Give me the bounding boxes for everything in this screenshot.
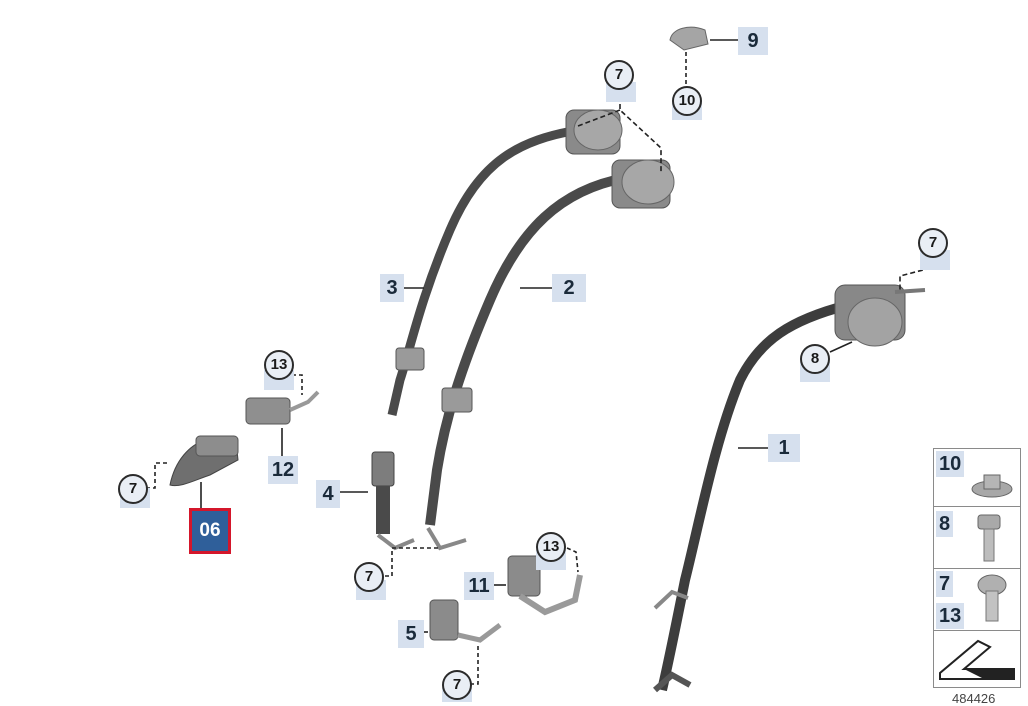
callout-4[interactable]: 4 (316, 480, 340, 508)
legend-label-7: 7 (936, 571, 954, 597)
circled-callout-7-top[interactable]: 7 (604, 60, 634, 90)
legend-label-8: 8 (936, 511, 954, 537)
retractor-1 (834, 284, 926, 347)
legend-row-10[interactable]: 10 (934, 449, 1020, 507)
legend-row-7-13[interactable]: 7 13 (934, 569, 1020, 631)
belt-tongue-2 (441, 387, 473, 413)
orientation-arrow-icon (939, 639, 1015, 680)
legend-label-10: 10 (936, 451, 965, 477)
buckle-5 (429, 599, 502, 643)
buckle-4 (371, 451, 415, 551)
circled-callout-13-bottom[interactable]: 13 (536, 532, 566, 562)
seat-belt-2 (425, 173, 626, 526)
anchor-2 (426, 526, 467, 551)
circled-callout-7-bottom-a[interactable]: 7 (354, 562, 384, 592)
buckle-12 (245, 390, 320, 425)
circled-callout-10-top[interactable]: 10 (672, 86, 702, 116)
fastener-legend: 10 8 7 13 (933, 448, 1021, 688)
torx-bolt-icon (977, 574, 1007, 622)
callout-5[interactable]: 5 (398, 620, 424, 648)
circled-callout-13-mid[interactable]: 13 (264, 350, 294, 380)
callout-12[interactable]: 12 (268, 456, 298, 484)
circled-callout-7-right[interactable]: 7 (918, 228, 948, 258)
callout-9[interactable]: 9 (738, 27, 768, 55)
legend-label-13: 13 (936, 603, 965, 629)
selected-callout-06[interactable]: 06 (189, 508, 231, 554)
callout-11[interactable]: 11 (464, 572, 494, 600)
guide-1 (653, 589, 689, 610)
cap-9 (669, 26, 709, 51)
legend-row-8[interactable]: 8 (934, 507, 1020, 569)
retractor-3 (565, 109, 623, 155)
callout-1[interactable]: 1 (768, 434, 800, 462)
legend-row-arrow (934, 631, 1020, 687)
circled-callout-7-left[interactable]: 7 (118, 474, 148, 504)
nut-icon (971, 474, 1013, 498)
bolt-icon (977, 514, 1001, 562)
seat-belt-1 (657, 300, 850, 692)
circled-callout-8[interactable]: 8 (800, 344, 830, 374)
seat-belt-3 (387, 125, 579, 417)
belt-tongue-3 (395, 347, 425, 371)
anchor-1-lower (653, 671, 692, 693)
retractor-2 (611, 159, 675, 209)
circled-callout-7-bottom-b[interactable]: 7 (442, 670, 472, 700)
callout-3[interactable]: 3 (380, 274, 404, 302)
reference-number: 484426 (952, 691, 996, 706)
cover-06 (169, 435, 239, 487)
callout-2[interactable]: 2 (552, 274, 586, 302)
buckle-11 (507, 555, 583, 616)
